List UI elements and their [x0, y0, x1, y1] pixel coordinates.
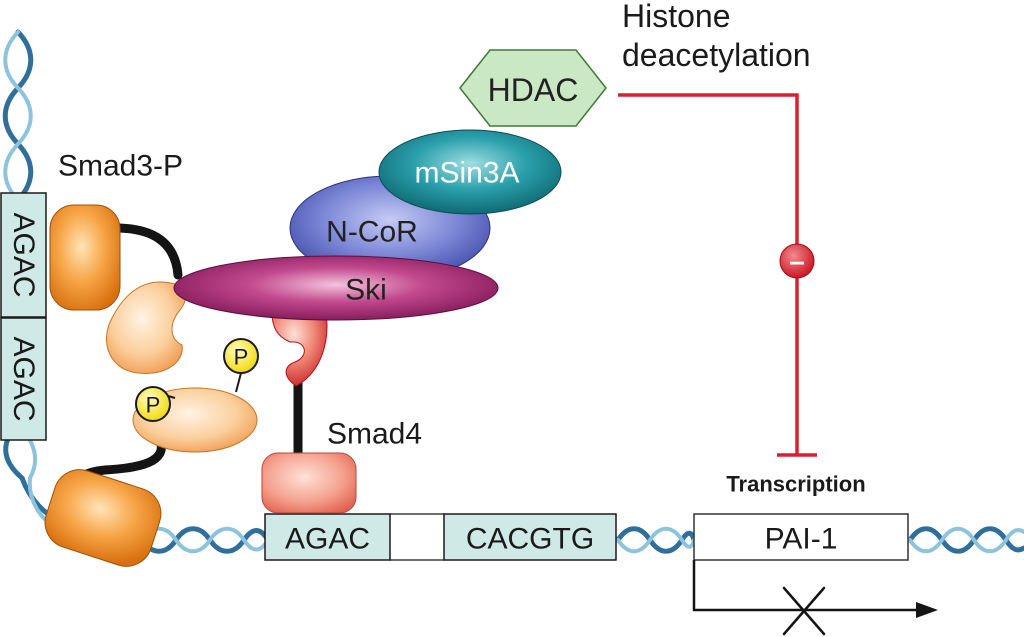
dna-box-agac-vertical-bottom-label: AGAC: [7, 336, 40, 421]
smad3-peach-domain-upper: [106, 281, 186, 374]
transcription-arrow: [692, 560, 938, 618]
transcription-label: Transcription: [726, 472, 865, 497]
dna-box-agac-horizontal-label: AGAC: [285, 523, 370, 556]
dna-box-cacgtg: CACGTG: [443, 513, 617, 561]
phosphate-linker-b: [167, 395, 176, 399]
ski-protein: Ski: [173, 255, 499, 321]
msin3a-label: mSin3A: [414, 157, 519, 190]
blocked-x-icon: [782, 586, 826, 636]
msin3a-protein: mSin3A: [378, 129, 562, 215]
hdac-label: HDAC: [488, 72, 579, 108]
inhibition-minus-label: –: [789, 246, 805, 277]
smad3-linker-top: [110, 223, 183, 280]
dna-box-agac-horizontal: AGAC: [264, 513, 391, 561]
phosphate-linker-a: [235, 372, 242, 393]
smad3-domain-lower: [44, 469, 162, 567]
dna-box-agac-vertical-top: AGAC: [0, 192, 47, 318]
inhibition-minus-icon: –: [779, 243, 815, 279]
dna-box-agac-vertical-top-label: AGAC: [7, 212, 40, 297]
histone-deacetylation-label-line2: deacetylation: [622, 37, 811, 73]
gene-box-pai1: PAI-1: [693, 513, 909, 561]
phosphate-label-a: P: [234, 345, 249, 370]
smad3p-label: Smad3-P: [58, 150, 183, 183]
smad3-domain-upper: [49, 204, 121, 311]
phosphate-group-a: P: [223, 338, 259, 374]
dna-box-cacgtg-label: CACGTG: [466, 523, 594, 556]
phosphate-group-b: P: [135, 386, 171, 422]
gene-box-pai1-label: PAI-1: [765, 523, 838, 556]
smad4-label: Smad4: [327, 418, 422, 451]
dna-box-agac-vertical-bottom: AGAC: [0, 317, 47, 441]
histone-deacetylation-label-line1: Histone: [622, 0, 731, 34]
inhibition-arrow: [618, 93, 817, 457]
ncor-label: N-CoR: [326, 216, 418, 249]
smad4-domain-lower: [261, 452, 357, 514]
hdac-protein: HDAC: [459, 49, 607, 127]
smad4-binding-domain: [271, 311, 328, 387]
phosphate-label-b: P: [146, 393, 161, 418]
ski-label: Ski: [345, 274, 387, 307]
